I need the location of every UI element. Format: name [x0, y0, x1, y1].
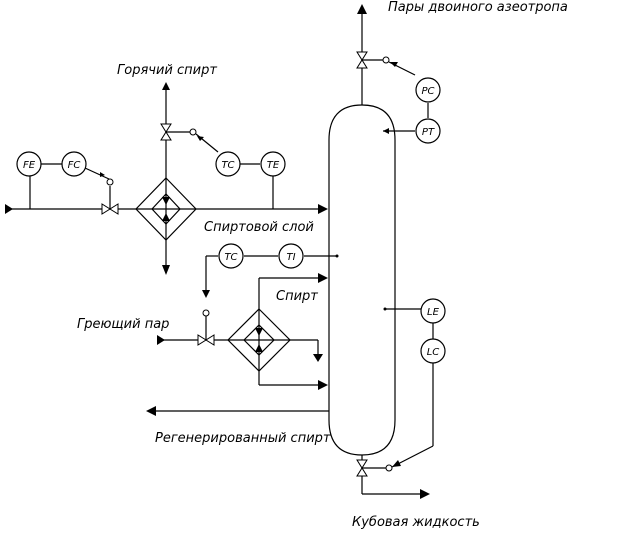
- feed-line: [5, 204, 328, 214]
- label-alcohol-layer: Спиртовой слой: [204, 220, 314, 235]
- instrument-fc: FC: [61, 151, 87, 177]
- hot-alcohol-valve: [160, 123, 172, 141]
- distillation-column: [328, 104, 396, 456]
- instrument-lc: LC: [420, 338, 446, 364]
- instrument-pt: PT: [415, 118, 441, 144]
- label-alcohol: Спирт: [276, 289, 318, 304]
- svg-text:PC: PC: [421, 86, 434, 97]
- svg-text:FC: FC: [68, 160, 81, 171]
- bottoms-outlet-line: [361, 455, 430, 499]
- svg-text:TE: TE: [267, 160, 280, 171]
- label-regenerated-alcohol: Регенерированный спирт: [155, 431, 331, 446]
- svg-text:TC: TC: [224, 252, 237, 263]
- svg-text:LC: LC: [427, 347, 440, 358]
- bottoms-control-valve: [356, 459, 368, 477]
- label-azeotrope-vapor: Пары двоиного азеотропа: [388, 0, 568, 15]
- steam-control-valve: [197, 334, 215, 346]
- label-bottoms-liquid: Кубовая жидкость: [352, 515, 480, 530]
- svg-text:PT: PT: [422, 127, 435, 138]
- heating-steam-line: [157, 335, 323, 362]
- instrument-le: LE: [420, 298, 446, 324]
- instrument-ti: TI: [278, 243, 304, 269]
- feed-control-valve: [101, 203, 119, 215]
- instrument-tc-reboiler: TC: [218, 243, 244, 269]
- hot-alcohol-line: [162, 82, 170, 275]
- alcohol-recycle-line: [258, 273, 328, 390]
- svg-text:TC: TC: [221, 160, 234, 171]
- instrument-fe: FE: [16, 151, 42, 177]
- regenerated-alcohol-line: [146, 406, 329, 416]
- instrument-te: TE: [260, 151, 286, 177]
- vapor-control-valve: [356, 51, 368, 69]
- svg-text:FE: FE: [23, 160, 36, 171]
- svg-text:TI: TI: [286, 252, 295, 263]
- svg-text:LE: LE: [427, 307, 440, 318]
- instrument-pc: PC: [415, 77, 441, 103]
- label-hot-alcohol: Горячий спирт: [117, 63, 217, 78]
- instrument-tc-top: TC: [215, 151, 241, 177]
- label-heating-steam: Греющий пар: [77, 317, 169, 332]
